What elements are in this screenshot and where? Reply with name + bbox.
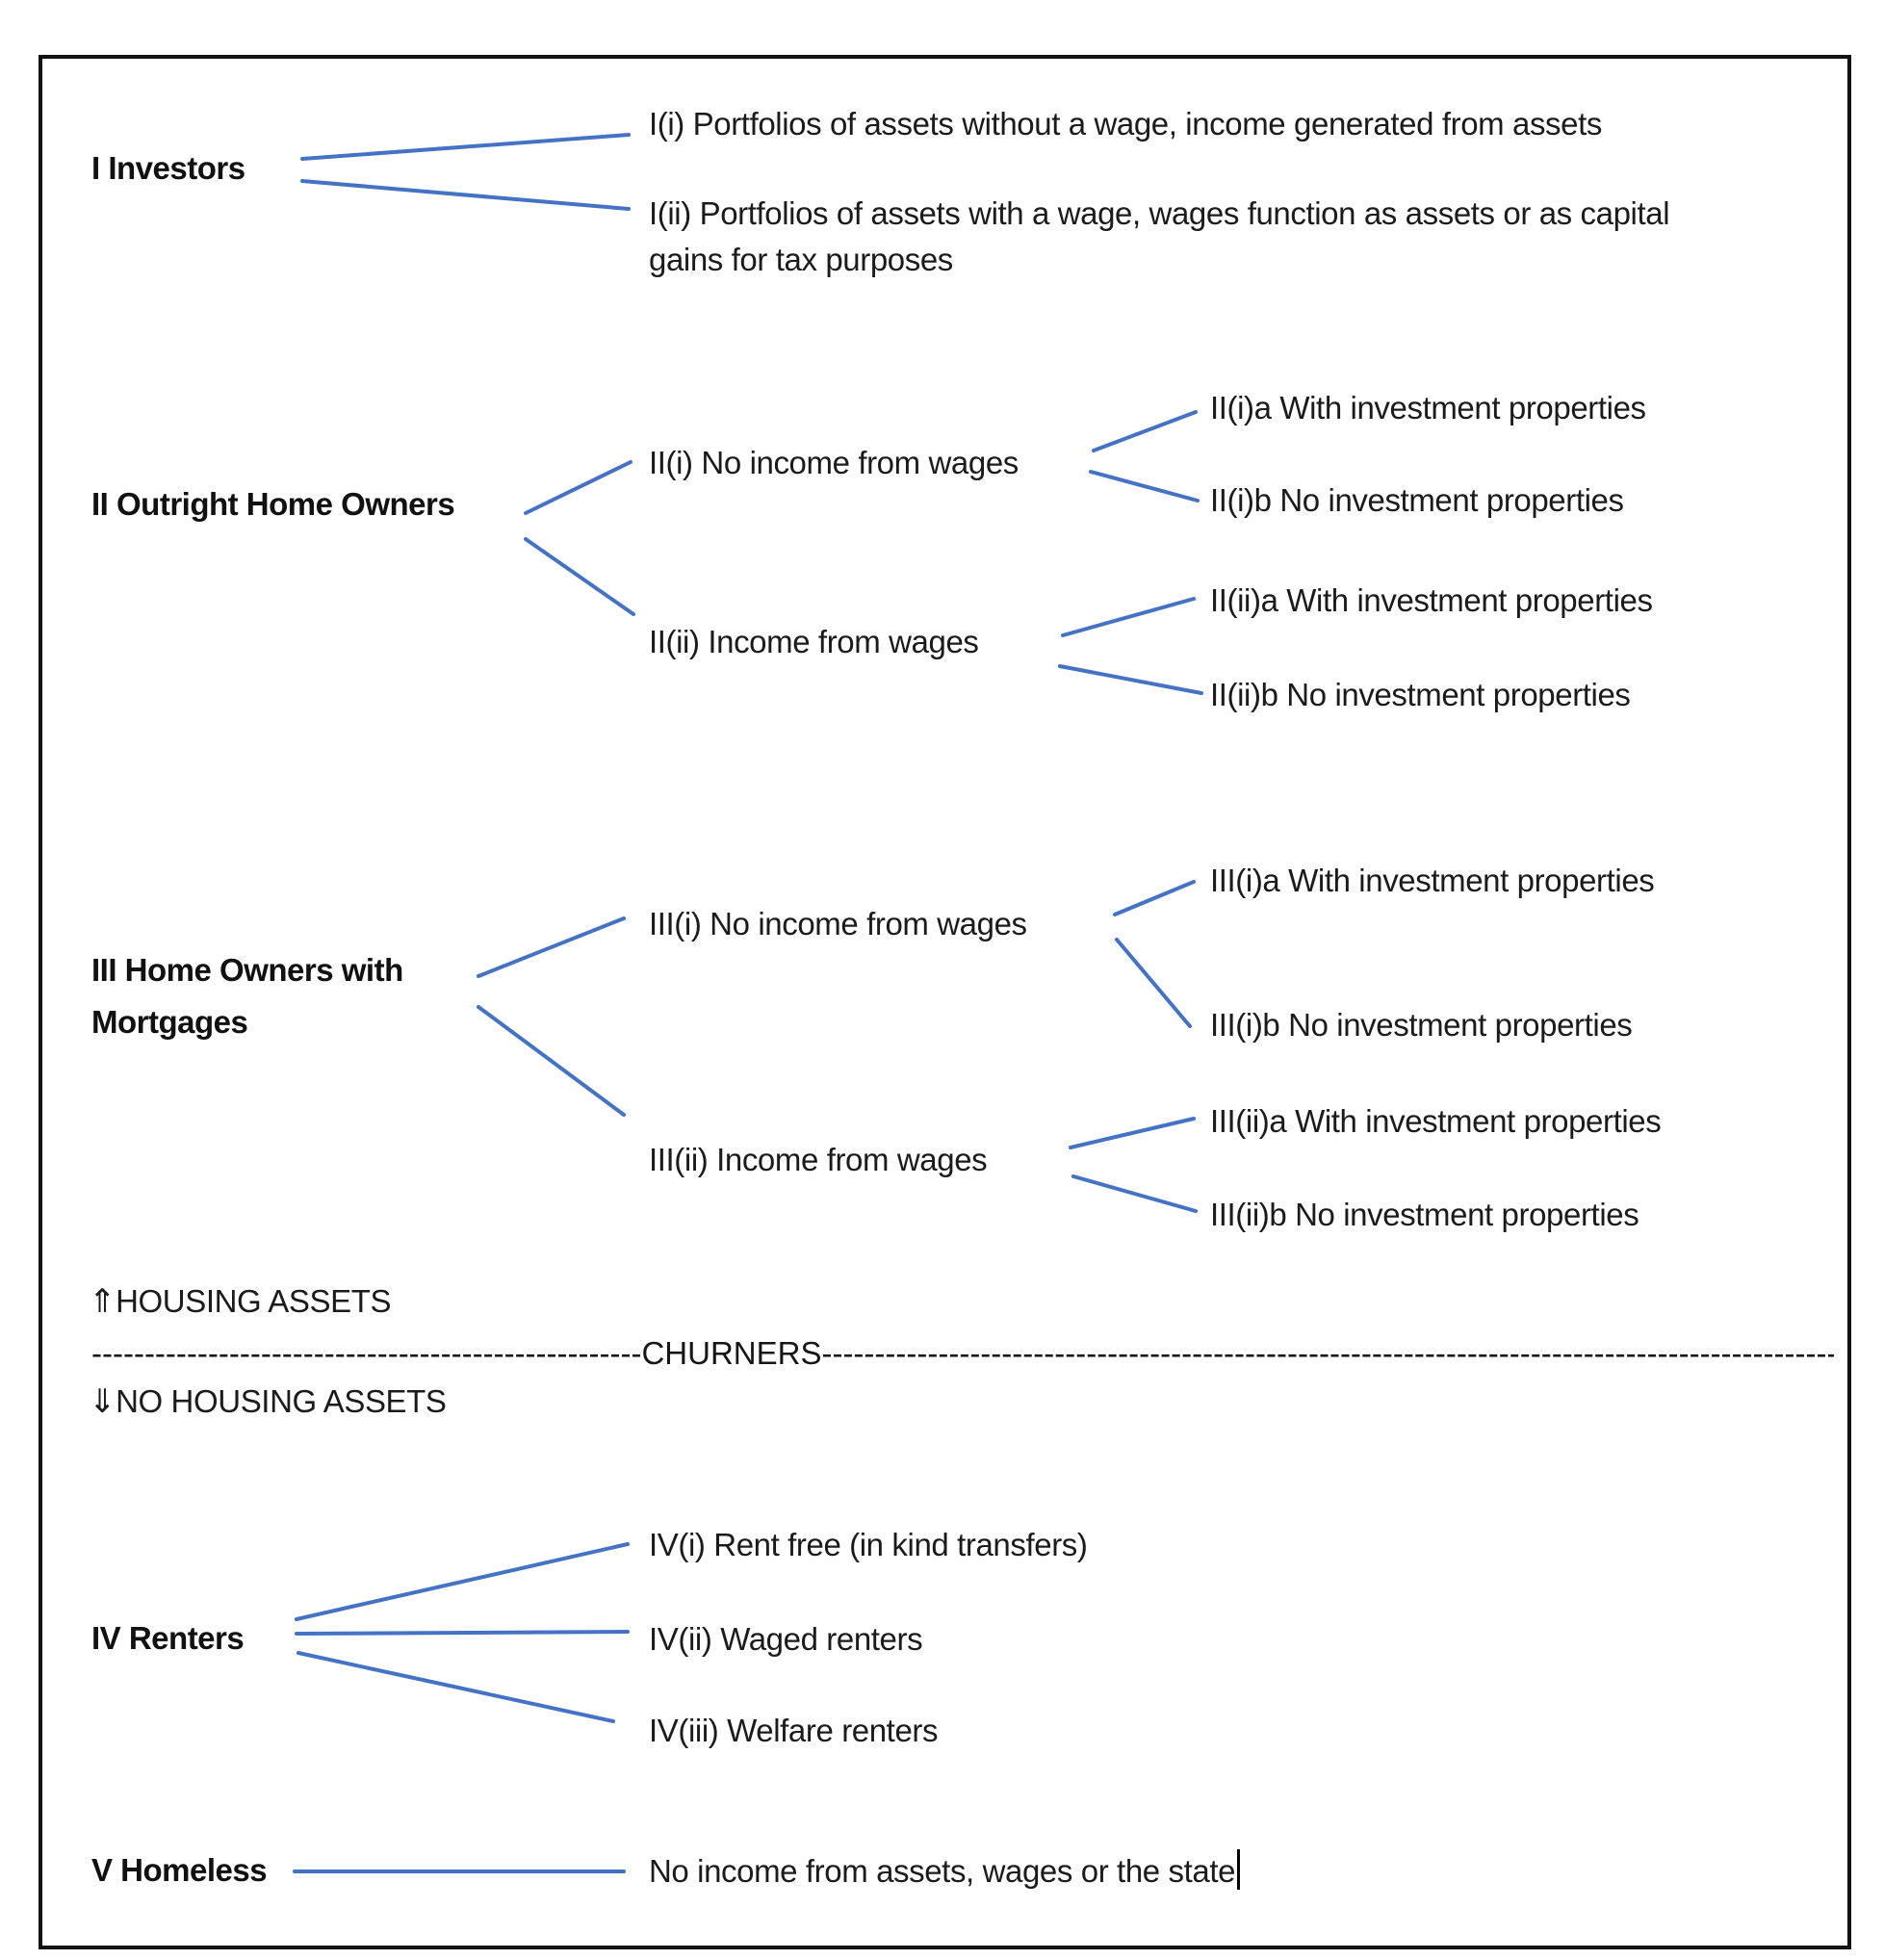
- node-iii2[interactable]: III(ii) Income from wages: [649, 1142, 988, 1177]
- no-housing-assets-label[interactable]: ⇓NO HOUSING ASSETS: [89, 1380, 447, 1423]
- node-ii2b[interactable]: II(ii)b No investment properties: [1210, 677, 1631, 712]
- dash-segment-left: ----------------------------------------…: [91, 1335, 642, 1371]
- dash-segment-right: ----------------------------------------…: [821, 1335, 1834, 1371]
- node-iv2[interactable]: IV(ii) Waged renters: [649, 1621, 923, 1657]
- churners-label[interactable]: CHURNERS: [641, 1335, 822, 1371]
- node-ii-label[interactable]: II Outright Home Owners: [91, 486, 455, 522]
- node-ii2a[interactable]: II(ii)a With investment properties: [1210, 582, 1653, 618]
- node-iii1b[interactable]: III(i)b No investment properties: [1210, 1007, 1633, 1043]
- node-v-desc[interactable]: No income from assets, wages or the stat…: [649, 1849, 1241, 1893]
- node-iv3[interactable]: IV(iii) Welfare renters: [649, 1713, 939, 1748]
- node-iii2a[interactable]: III(ii)a With investment properties: [1210, 1103, 1662, 1139]
- text-cursor: [1237, 1849, 1241, 1890]
- housing-assets-text[interactable]: HOUSING ASSETS: [116, 1283, 392, 1319]
- node-i-label[interactable]: I Investors: [91, 150, 245, 186]
- node-ii2[interactable]: II(ii) Income from wages: [649, 624, 979, 659]
- node-iii1[interactable]: III(i) No income from wages: [649, 906, 1027, 941]
- node-v-desc-text[interactable]: No income from assets, wages or the stat…: [649, 1853, 1236, 1889]
- node-iii-label-line1[interactable]: III Home Owners with: [91, 952, 403, 988]
- node-iii2b[interactable]: III(ii)b No investment properties: [1210, 1197, 1639, 1232]
- no-housing-assets-text[interactable]: NO HOUSING ASSETS: [116, 1383, 447, 1419]
- node-i1[interactable]: I(i) Portfolios of assets without a wage…: [649, 106, 1602, 142]
- node-ii1[interactable]: II(i) No income from wages: [649, 445, 1019, 480]
- node-iii-label-line2[interactable]: Mortgages: [91, 1004, 248, 1040]
- node-i2[interactable]: I(ii) Portfolios of assets with a wage, …: [649, 191, 1670, 283]
- page-border[interactable]: [39, 55, 1851, 1949]
- node-i2-line2[interactable]: gains for tax purposes: [649, 242, 953, 277]
- double-down-arrow-icon[interactable]: ⇓: [89, 1382, 116, 1421]
- node-iv-label[interactable]: IV Renters: [91, 1620, 245, 1656]
- node-iii1a[interactable]: III(i)a With investment properties: [1210, 863, 1655, 898]
- node-iv1[interactable]: IV(i) Rent free (in kind transfers): [649, 1527, 1088, 1562]
- double-up-arrow-icon[interactable]: ⇑: [89, 1282, 116, 1321]
- node-ii1b[interactable]: II(i)b No investment properties: [1210, 482, 1624, 518]
- churners-divider[interactable]: ----------------------------------------…: [91, 1332, 1834, 1375]
- housing-assets-label[interactable]: ⇑HOUSING ASSETS: [89, 1280, 391, 1323]
- node-iii-label[interactable]: III Home Owners with Mortgages: [91, 944, 403, 1048]
- node-v-label[interactable]: V Homeless: [91, 1852, 268, 1888]
- node-ii1a[interactable]: II(i)a With investment properties: [1210, 390, 1646, 426]
- node-i2-line1[interactable]: I(ii) Portfolios of assets with a wage, …: [649, 195, 1670, 231]
